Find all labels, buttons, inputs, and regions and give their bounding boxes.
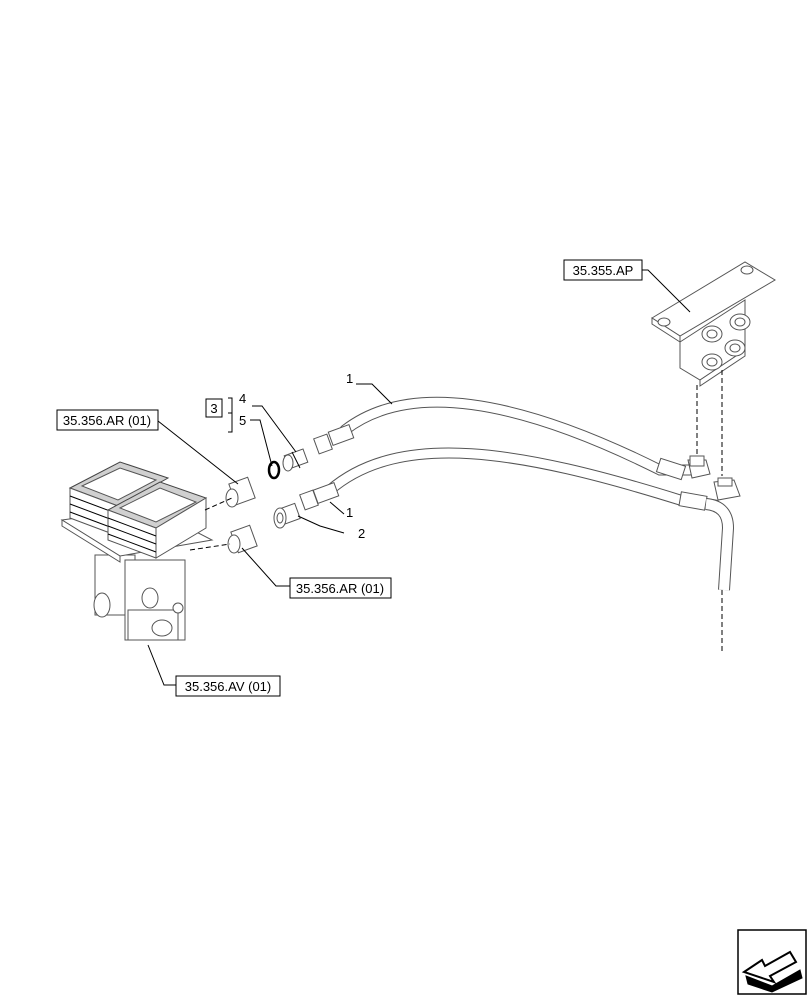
valve-port bbox=[701, 313, 751, 371]
ref-35-356-ar-bottom[interactable]: 35.356.AR (01) bbox=[289, 577, 392, 599]
valve-block bbox=[651, 261, 776, 652]
callout-5: 5 bbox=[239, 413, 246, 428]
svg-text:3: 3 bbox=[210, 401, 217, 416]
fitting-2 bbox=[273, 502, 301, 529]
callout-1-upper: 1 bbox=[346, 371, 353, 386]
ref-35-356-ar-top[interactable]: 35.356.AR (01) bbox=[56, 409, 159, 431]
callout-1-lower: 1 bbox=[346, 505, 353, 520]
next-page-arrow-icon[interactable] bbox=[737, 929, 807, 995]
hose-upper bbox=[313, 396, 711, 481]
svg-text:35.356.AR (01): 35.356.AR (01) bbox=[63, 413, 151, 428]
callout-2: 2 bbox=[358, 526, 365, 541]
svg-text:35.355.AP: 35.355.AP bbox=[573, 263, 634, 278]
ref-35-356-av[interactable]: 35.356.AV (01) bbox=[175, 675, 281, 697]
callout-4: 4 bbox=[239, 391, 246, 406]
ref-35-355-ap[interactable]: 35.355.AP bbox=[563, 259, 643, 281]
seal-5 bbox=[267, 460, 281, 480]
hose-lower bbox=[299, 447, 741, 591]
pedal-valve bbox=[60, 461, 258, 641]
svg-text:35.356.AV (01): 35.356.AV (01) bbox=[185, 679, 271, 694]
callout-3-box[interactable]: 3 bbox=[205, 398, 223, 418]
adapter-4 bbox=[282, 448, 309, 472]
pedal-right bbox=[106, 481, 208, 559]
svg-text:35.356.AR (01): 35.356.AR (01) bbox=[296, 581, 384, 596]
